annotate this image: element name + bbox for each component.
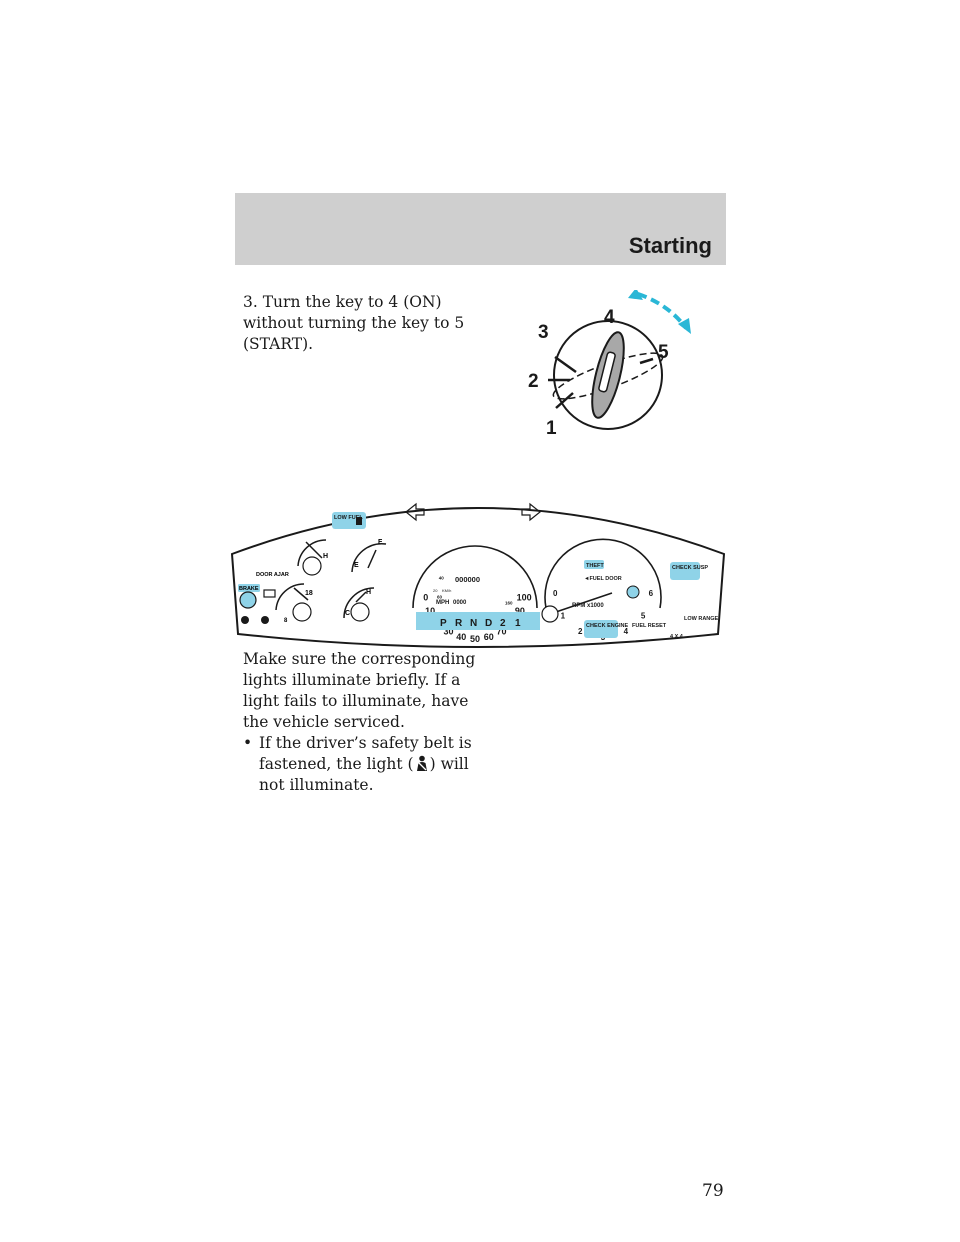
tachometer-label-5: 5 xyxy=(641,611,646,620)
temp-gauge-hot: H xyxy=(366,589,371,596)
speedometer-kmh-label-60: 60 xyxy=(437,594,443,599)
instrument-cluster: LOW FUEL H 18 8 E F C H DOOR AJAR BRAKE … xyxy=(230,502,726,648)
tachometer-needle xyxy=(549,592,613,615)
brake-warning-icon xyxy=(239,591,257,609)
four-x-four-label: 4 X 4 xyxy=(670,634,684,640)
gear-label-1: 1 xyxy=(515,618,521,629)
check-susp-warning xyxy=(670,562,700,580)
gear-label-R: R xyxy=(455,618,463,629)
tachometer-unit: RPM x1000 xyxy=(572,603,604,609)
speedometer-label-100: 100 xyxy=(517,593,532,603)
ignition-position-3: 3 xyxy=(538,322,549,343)
tachometer-label-6: 6 xyxy=(649,589,654,598)
trip-odometer: 0000 xyxy=(453,600,467,606)
fuel-pump-icon xyxy=(356,517,362,525)
battery-gauge-low: 8 xyxy=(284,618,288,624)
battery-icon xyxy=(263,589,276,598)
gear-label-D: D xyxy=(485,618,492,629)
battery-gauge-high: 18 xyxy=(305,590,313,597)
ignition-position-4: 4 xyxy=(604,307,615,328)
ignition-position-1: 1 xyxy=(546,418,557,439)
left-turn-icon xyxy=(405,502,425,522)
low-range-label: LOW RANGE xyxy=(684,616,719,622)
tachometer-dial xyxy=(544,538,662,609)
speedometer-label-10: 10 xyxy=(425,606,435,616)
abs-warning-icon xyxy=(626,585,640,599)
odometer: 000000 xyxy=(455,575,480,584)
airbag-icon xyxy=(261,616,269,624)
door-ajar-label: DOOR AJAR xyxy=(256,572,289,578)
tachometer-label-0: 0 xyxy=(553,589,558,598)
bullet-text: If the driver’s safety belt is fastened,… xyxy=(259,733,489,796)
speedometer-dial xyxy=(412,545,538,609)
speedometer-label-30: 30 xyxy=(443,626,453,636)
gear-label-P: P xyxy=(440,618,447,629)
fuel-door-label: ◄FUEL DOOR xyxy=(584,576,622,582)
fuel-gauge-empty: E xyxy=(354,562,359,569)
low-fuel-label: LOW FUEL xyxy=(334,515,363,521)
theft-label: THEFT xyxy=(586,563,604,569)
fuel-gauge-full: F xyxy=(378,539,383,546)
ignition-diagram: 3 4 5 2 1 xyxy=(528,290,691,439)
speedometer-kmh-label-160: 160 xyxy=(505,600,513,605)
temp-gauge-cold: C xyxy=(345,610,350,617)
speedometer-label-0: 0 xyxy=(423,593,428,603)
check-engine-warning xyxy=(584,620,618,638)
kmh-low-label: 20 xyxy=(433,588,438,593)
speedometer-label-60: 60 xyxy=(484,632,494,642)
step-instruction: 3. Turn the key to 4 (ON) without turnin… xyxy=(243,293,465,353)
page-number: 79 xyxy=(702,1181,724,1201)
oil-gauge-high: H xyxy=(323,553,328,560)
bullet-text-before: If the driver’s safety belt is fastened,… xyxy=(259,734,472,773)
gear-label-2: 2 xyxy=(500,618,506,629)
bullet-text-after: ) will not illuminate. xyxy=(259,755,469,794)
speedometer-label-70: 70 xyxy=(496,626,506,636)
tachometer-label-4: 4 xyxy=(624,627,629,636)
section-header: Starting xyxy=(235,193,726,265)
check-susp-label: CHECK SUSP xyxy=(672,565,708,571)
speedometer-label-50: 50 xyxy=(470,634,480,644)
tachometer-hub xyxy=(541,605,559,623)
kmh-unit: KM/h xyxy=(442,588,451,593)
body-paragraph: Make sure the corresponding lights illum… xyxy=(243,650,476,731)
section-title: Starting xyxy=(628,233,712,258)
speedometer-kmh-label-40: 40 xyxy=(439,576,445,581)
brake-warning xyxy=(238,584,260,592)
speedometer-unit: MPH xyxy=(436,600,449,606)
check-engine-label: CHECK ENGINE xyxy=(586,623,629,629)
gear-indicator xyxy=(416,612,540,630)
speedometer-label-40: 40 xyxy=(456,632,466,642)
seatbelt-icon xyxy=(241,616,249,624)
bullet-symbol: • xyxy=(243,734,253,752)
tachometer-label-1: 1 xyxy=(561,611,566,620)
ignition-position-5: 5 xyxy=(658,342,669,363)
brake-label: BRAKE xyxy=(239,586,259,592)
speedometer-label-90: 90 xyxy=(515,606,525,616)
right-turn-icon xyxy=(521,502,541,522)
theft-warning xyxy=(584,560,604,569)
fuel-reset-label: FUEL RESET xyxy=(632,623,667,629)
ignition-position-2: 2 xyxy=(528,371,539,392)
gear-label-N: N xyxy=(470,618,477,629)
seatbelt-icon xyxy=(416,755,427,771)
tachometer-label-2: 2 xyxy=(578,627,583,636)
